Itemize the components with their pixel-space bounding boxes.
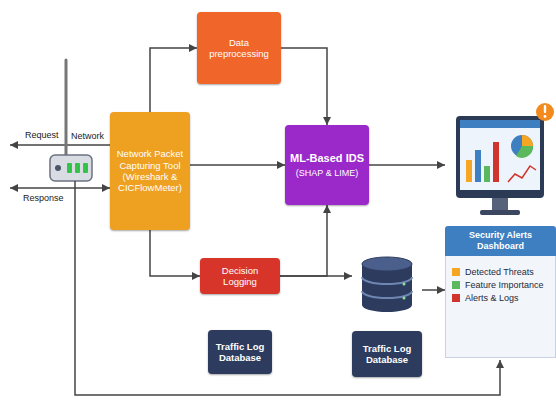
flow-arrow	[280, 205, 327, 276]
process-box: Data preprocessing	[197, 12, 281, 84]
legend-row: Detected Threats	[452, 267, 549, 277]
monitor-space	[445, 108, 556, 226]
node-title: Data preprocessing	[202, 37, 276, 60]
node-title: Network Packet Capturing Tool (Wireshark…	[115, 148, 185, 194]
logging-box: Decision Logging	[200, 258, 280, 294]
router-light	[55, 165, 61, 171]
legend-text: Alerts & Logs	[465, 293, 519, 303]
legend-swatch	[452, 268, 460, 276]
flow-arrow	[150, 230, 200, 276]
flow-arrow	[190, 164, 285, 166]
flow-arrow	[281, 48, 327, 125]
legend-row: Feature Importance	[452, 280, 549, 290]
database-label-box: Traffic Log Database	[352, 331, 422, 377]
legend-swatch	[452, 281, 460, 289]
router-led	[75, 163, 80, 173]
node-title: Traffic Log Database	[356, 343, 418, 366]
dashboard-header: Security Alerts Dashboard	[445, 226, 556, 256]
alert-bell	[536, 103, 554, 121]
flow-arrow	[422, 289, 445, 291]
legend-text: Detected Threats	[465, 267, 534, 277]
node-title: ML-Based IDS	[290, 152, 364, 165]
flow-arrow	[150, 48, 197, 112]
port-label: Request	[24, 130, 60, 141]
monitor-icon	[456, 116, 544, 215]
request-line	[10, 144, 110, 146]
router-led	[67, 163, 72, 173]
router-antenna	[65, 60, 68, 156]
legend-text: Feature Importance	[465, 280, 544, 290]
legend-swatch	[452, 294, 460, 302]
database-icon	[362, 257, 412, 312]
dashboard-list: Detected ThreatsFeature ImportanceAlerts…	[445, 256, 556, 358]
database-box: Traffic Log Database	[208, 330, 272, 374]
dashboard-panel: Security Alerts DashboardDetected Threat…	[445, 108, 556, 358]
database-node: Traffic Log Database	[352, 255, 422, 377]
port-label: Response	[22, 193, 65, 204]
node-title: Security Alerts Dashboard	[448, 230, 553, 252]
node-subtitle: (SHAP & LIME)	[296, 168, 358, 179]
router-body	[50, 155, 92, 181]
capture-tool-box: Network Packet Capturing Tool (Wireshark…	[110, 112, 190, 230]
legend-row: Alerts & Logs	[452, 293, 549, 303]
response-line	[10, 187, 110, 189]
node-title: Decision Logging	[205, 265, 275, 288]
flow-arrow	[369, 164, 445, 166]
port-label: Network	[70, 131, 105, 142]
router-led	[83, 163, 88, 173]
ids-box: ML-Based IDS (SHAP & LIME)	[285, 125, 369, 205]
node-title: Traffic Log Database	[213, 341, 267, 364]
